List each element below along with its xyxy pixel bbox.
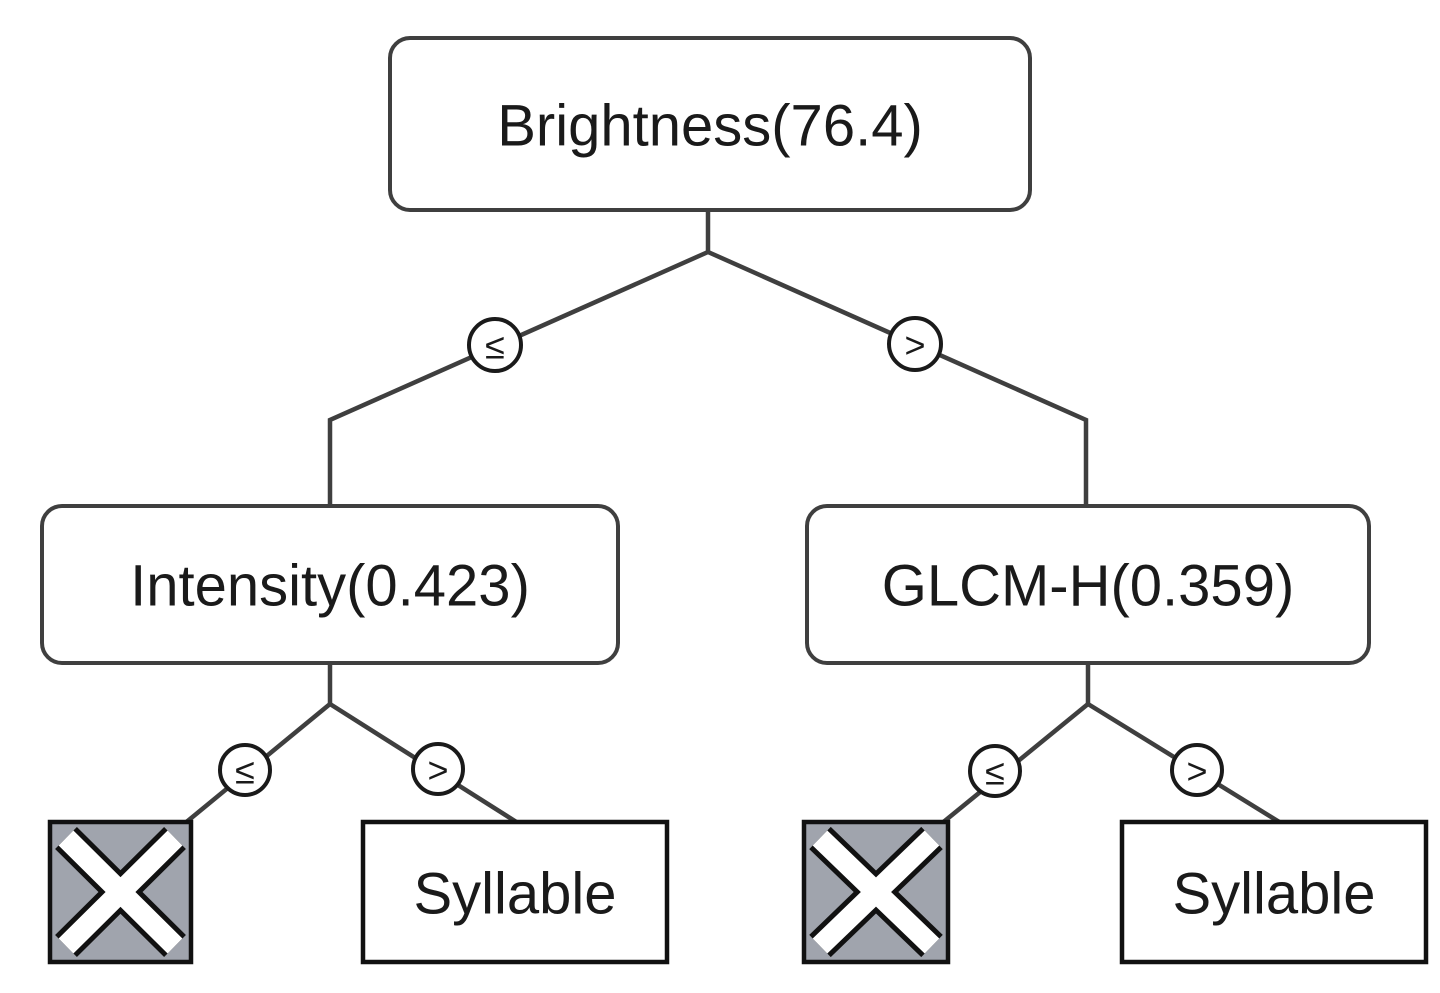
operator-root-left: ≤: [467, 317, 523, 373]
node-intensity-label: Intensity(0.423): [130, 554, 530, 619]
operator-right-right: >: [1170, 743, 1224, 797]
node-intensity: Intensity(0.423): [40, 504, 620, 665]
edge-root-to-right: [707, 249, 1089, 506]
operator-circle: [887, 316, 943, 372]
node-glcmh-box: [805, 504, 1371, 665]
leaf-reject-right: [801, 819, 951, 965]
node-glcmh: GLCM-H(0.359): [805, 504, 1371, 665]
operator-left-left: ≤: [218, 743, 272, 797]
edge-operator-badges: ≤ > ≤ > ≤ >: [218, 316, 1224, 798]
operator-root-right: >: [887, 316, 943, 372]
operator-left-right: >: [411, 742, 465, 796]
syllable-label: Syllable: [413, 862, 616, 927]
syllable-box: [1119, 819, 1429, 965]
lte-operator-label: ≤: [985, 752, 1005, 793]
x-mark-icon: [55, 826, 186, 958]
leaf-syllable-left: Syllable: [360, 819, 670, 965]
node-root-box: [388, 36, 1032, 212]
leaf-reject-left: [47, 819, 194, 965]
node-glcmh-label: GLCM-H(0.359): [882, 554, 1295, 619]
syllable-label: Syllable: [1172, 862, 1375, 927]
node-root: Brightness(76.4): [388, 36, 1032, 212]
gt-operator-label: >: [1186, 751, 1207, 792]
leaf-syllable-right: Syllable: [1119, 819, 1429, 965]
operator-circle: [218, 743, 272, 797]
syllable-box: [360, 819, 670, 965]
operator-right-left: ≤: [968, 744, 1022, 798]
x-mark-icon: [809, 826, 943, 958]
node-intensity-box: [40, 504, 620, 665]
operator-circle: [968, 744, 1022, 798]
lte-operator-label: ≤: [485, 326, 505, 367]
operator-circle: [1170, 743, 1224, 797]
gt-operator-label: >: [904, 325, 925, 366]
lte-operator-label: ≤: [235, 751, 255, 792]
edge-root-to-left: [327, 249, 709, 506]
gt-operator-label: >: [427, 750, 448, 791]
operator-circle: [467, 317, 523, 373]
operator-circle: [411, 742, 465, 796]
node-root-label: Brightness(76.4): [497, 94, 923, 159]
